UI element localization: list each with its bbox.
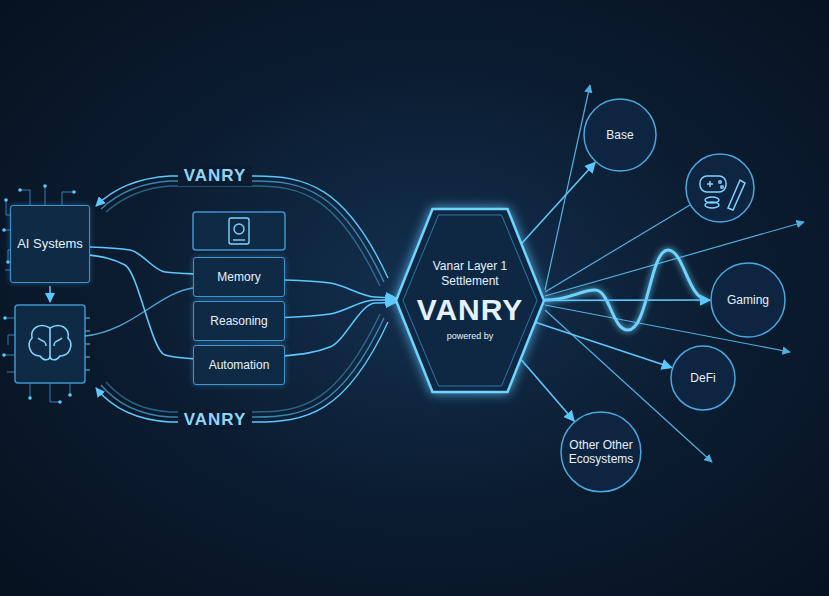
connector <box>536 322 672 367</box>
brain-icon <box>29 326 71 360</box>
gamepad-icon <box>700 176 745 210</box>
flow-label: VANRY <box>178 410 253 430</box>
connector <box>285 280 396 298</box>
rays <box>545 85 804 462</box>
node-label: Other Other Ecosystems <box>568 438 634 466</box>
node-label: AI Systems <box>17 236 83 251</box>
signal-wave <box>545 250 708 330</box>
ecosystem-circle: DeFi <box>670 345 736 411</box>
connector <box>285 302 396 355</box>
storage-icon <box>229 218 249 244</box>
connector <box>521 360 574 421</box>
circle-shape <box>671 346 735 410</box>
node-label: powered by <box>447 331 494 342</box>
token-name: VANRY <box>417 292 524 327</box>
process-box: Reasoning <box>193 301 285 341</box>
node-label: Base <box>606 128 633 142</box>
chip-box: AI Systems <box>10 205 90 283</box>
vanry-loop-arrows <box>96 176 388 422</box>
icon-box <box>193 212 285 250</box>
ecosystem-circle: Other Other Ecosystems <box>560 411 642 493</box>
node-label: Vanar Layer 1 Settlement <box>420 259 520 287</box>
node-label: Gaming <box>727 293 769 307</box>
process-box: Memory <box>193 257 285 297</box>
connector <box>90 255 193 359</box>
connector <box>545 299 710 301</box>
circle-shape <box>561 412 641 492</box>
node-label: Automation <box>209 358 270 372</box>
settlement-hexagon: Vanar Layer 1 SettlementVANRY powered by <box>395 208 545 393</box>
connector <box>522 162 595 243</box>
ecosystem-circle: Base <box>583 98 657 172</box>
circle-shape <box>584 99 656 171</box>
node-label: DeFi <box>690 371 715 385</box>
ecosystem-circle: Gaming <box>710 262 786 338</box>
node-label: Reasoning <box>210 314 267 328</box>
circle-shape <box>711 263 785 337</box>
flow-arrow <box>49 286 51 302</box>
brain-chip <box>15 305 85 383</box>
hexagon-shape <box>396 209 544 392</box>
icon-circle <box>686 154 754 222</box>
process-box: Automation <box>193 345 285 385</box>
node-label: Memory <box>217 270 260 284</box>
connector <box>90 247 193 274</box>
hexagon-inner <box>403 215 537 386</box>
flow-label: VANRY <box>178 166 253 186</box>
